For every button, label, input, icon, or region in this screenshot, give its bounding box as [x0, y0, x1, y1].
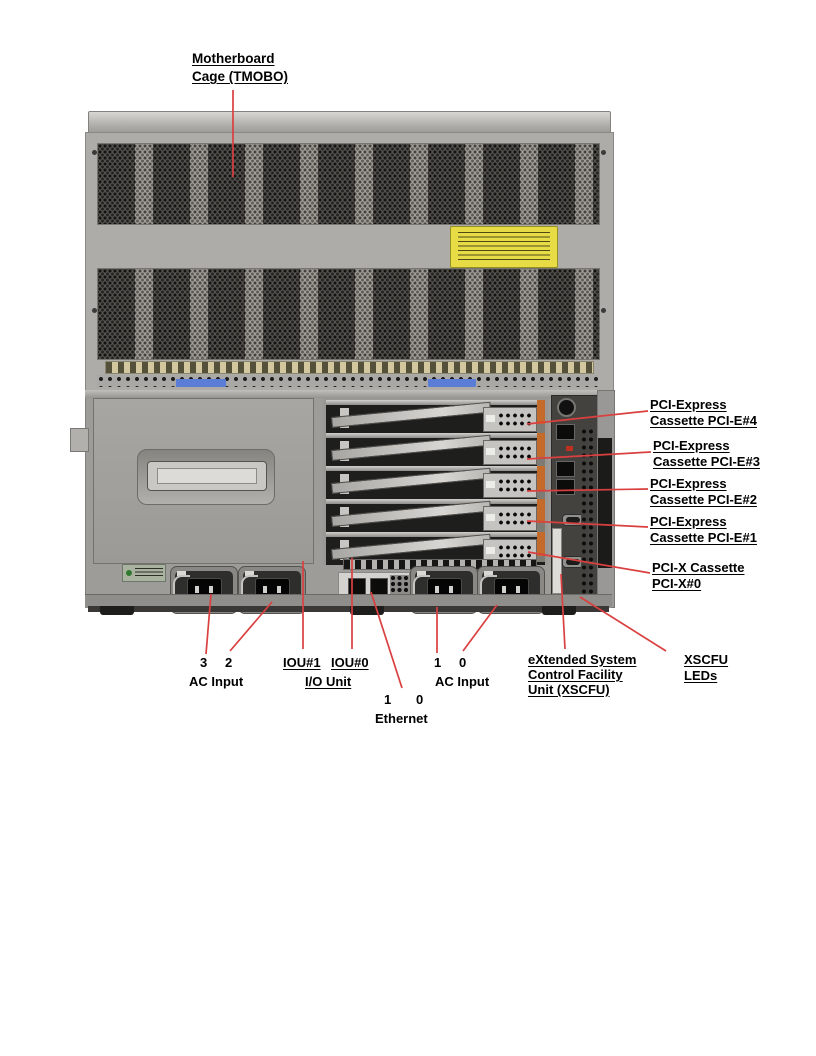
screw [601, 150, 606, 155]
callout-label-pci-e3: PCI-Express Cassette PCI-E#3 [653, 438, 760, 469]
cassette-vent-dots [498, 412, 533, 427]
chassis-foot [542, 606, 576, 615]
pci-cassette-slot-e3 [326, 433, 545, 466]
callout-caption-ethernet: Ethernet [375, 711, 428, 726]
cassette-lever [330, 401, 492, 428]
service-label-logo [126, 570, 132, 576]
cassette-rail [326, 532, 545, 537]
ac-socket-pins [195, 586, 213, 593]
callout-label-pci-e1: PCI-Express Cassette PCI-E#1 [650, 514, 757, 545]
callout-label-pci-e2: PCI-Express Cassette PCI-E#2 [650, 476, 757, 507]
screw [92, 150, 97, 155]
cassette-latch-strip [537, 400, 545, 562]
cassette-label-chip [486, 514, 495, 521]
lower-chassis-top-rail [85, 390, 612, 398]
cassette-label-chip [486, 448, 495, 455]
regulatory-label-text-lines [458, 232, 550, 262]
cassette-label-chip [486, 547, 495, 554]
xscfu-vent-column [581, 428, 594, 600]
ac-socket-pins [263, 586, 281, 593]
right-rail-recess [598, 438, 612, 568]
cassette-vent-dots [498, 544, 533, 559]
screw [92, 308, 97, 313]
xscfu-lan-port-1 [556, 461, 575, 477]
cassette-vent-dots [498, 478, 533, 493]
iou1-sticker [176, 379, 226, 387]
ac-inlet-label [245, 571, 254, 576]
cassette-rail [326, 433, 545, 438]
callout-num-ac1: 1 [434, 655, 442, 670]
callout-num-ac2: 2 [225, 655, 233, 670]
callout-num-ac3: 3 [200, 655, 208, 670]
callout-num-eth0: 0 [416, 692, 424, 707]
xscfu-release-lever [552, 528, 562, 594]
callout-num-ac0: 0 [459, 655, 467, 670]
ac-socket-pins [435, 586, 453, 593]
xscfu-red-indicator [566, 446, 573, 451]
callout-label-xscfu: eXtended System Control Facility Unit (X… [528, 652, 637, 697]
left-mounting-ear [70, 428, 89, 452]
chassis-foot [350, 606, 384, 615]
chassis-top-lip [88, 111, 611, 134]
callout-label-pci-e4: PCI-Express Cassette PCI-E#4 [650, 397, 757, 428]
cassette-faceplate [483, 440, 537, 465]
cassette-vent-dots [498, 511, 533, 526]
cassette-faceplate [483, 473, 537, 498]
cassette-label-chip [486, 481, 495, 488]
cage-bottom-holes-row [97, 375, 598, 387]
db9-inner [566, 559, 580, 565]
callout-num-eth1: 1 [384, 692, 392, 707]
cassette-rail [326, 466, 545, 471]
connector-slot-strip [105, 361, 594, 374]
cassette-faceplate [483, 407, 537, 432]
pci-cassette-slot-e4 [326, 400, 545, 433]
pci-cassette-slot-e1 [326, 499, 545, 532]
ac-inlet-label [484, 571, 493, 576]
ac-inlet-label [177, 571, 186, 576]
callout-caption-ac-input-left: AC Input [189, 674, 244, 689]
cassette-rail [326, 499, 545, 504]
callout-caption-ac-input-right: AC Input [435, 674, 490, 689]
callout-label-xscfu-leds: XSCFU LEDs [684, 652, 729, 683]
cassette-vent-dots [498, 445, 533, 460]
xscfu-port [556, 424, 575, 440]
cassette-lever [330, 500, 492, 527]
pci-cassette-bay [323, 397, 548, 565]
callout-label-motherboard-cage: Motherboard Cage (TMOBO) [192, 51, 288, 84]
cassette-lever [330, 533, 492, 560]
cassette-faceplate [483, 506, 537, 531]
cassette-rail [326, 400, 545, 405]
cassette-lever [330, 434, 492, 461]
callout-caption-io-unit: I/O Unit [305, 674, 352, 689]
screw [601, 308, 606, 313]
chassis-shadow [88, 606, 609, 612]
service-label [122, 564, 166, 582]
lower-vent-grille [97, 268, 600, 360]
ac-socket-pins [502, 586, 520, 593]
callout-label-iou1: IOU#1 [283, 655, 321, 670]
service-label-text-lines [135, 568, 163, 578]
iou0-sticker [428, 379, 476, 387]
callout-label-pci-x0: PCI-X Cassette PCI-X#0 [652, 560, 745, 591]
chassis-foot [100, 606, 134, 615]
callout-label-iou0: IOU#0 [331, 655, 369, 670]
panel-handle-grip [157, 468, 257, 484]
xscfu-lan-port-0 [556, 479, 575, 495]
ac-inlet-label [417, 571, 426, 576]
cassette-lever [330, 467, 492, 494]
db9-inner [566, 517, 580, 523]
upper-vent-grille [97, 143, 600, 225]
regulatory-label [450, 226, 558, 268]
pci-cassette-slot-e2 [326, 466, 545, 499]
xscfu-round-connector [557, 398, 576, 417]
cassette-label-chip [486, 415, 495, 422]
